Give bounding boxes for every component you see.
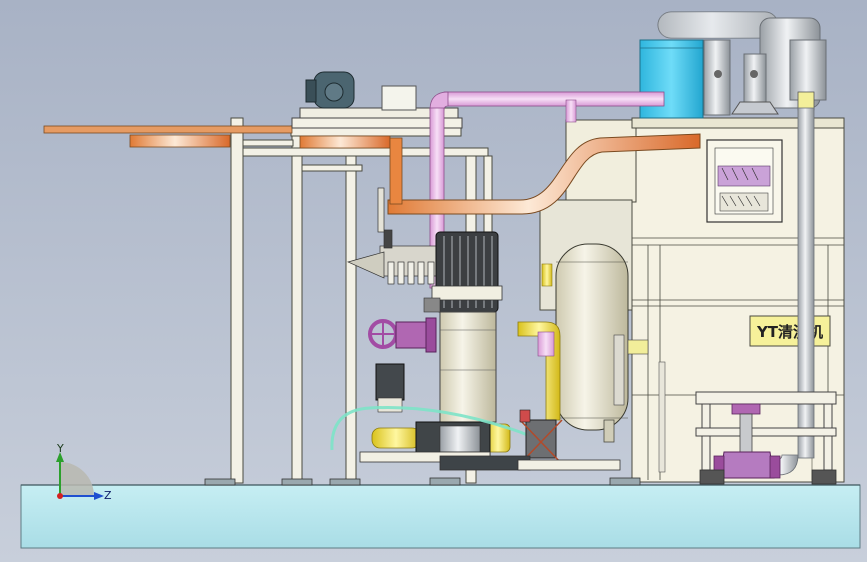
- z-axis-label: Z: [104, 489, 112, 502]
- base-skid: [204, 451, 837, 486]
- diaphragm-pump: [519, 409, 563, 465]
- exhaust-duct: [657, 11, 827, 116]
- yellow-pipe: [371, 263, 561, 453]
- y-axis-label: Y: [56, 442, 64, 455]
- gate-valve: [368, 317, 437, 353]
- floor-slab: [20, 484, 861, 549]
- pressure-tank: [555, 243, 649, 443]
- top-boom: [43, 125, 391, 149]
- centrifugal-pump: [415, 421, 491, 457]
- axis-triad: Y Z: [56, 442, 112, 502]
- flexible-hose: [330, 406, 541, 451]
- pump-motor: [423, 231, 503, 423]
- auxiliary-motor: [375, 363, 405, 413]
- top-motor: [291, 71, 463, 129]
- orange-transfer-pipe: [387, 133, 701, 215]
- machine-nameplate: [749, 315, 831, 347]
